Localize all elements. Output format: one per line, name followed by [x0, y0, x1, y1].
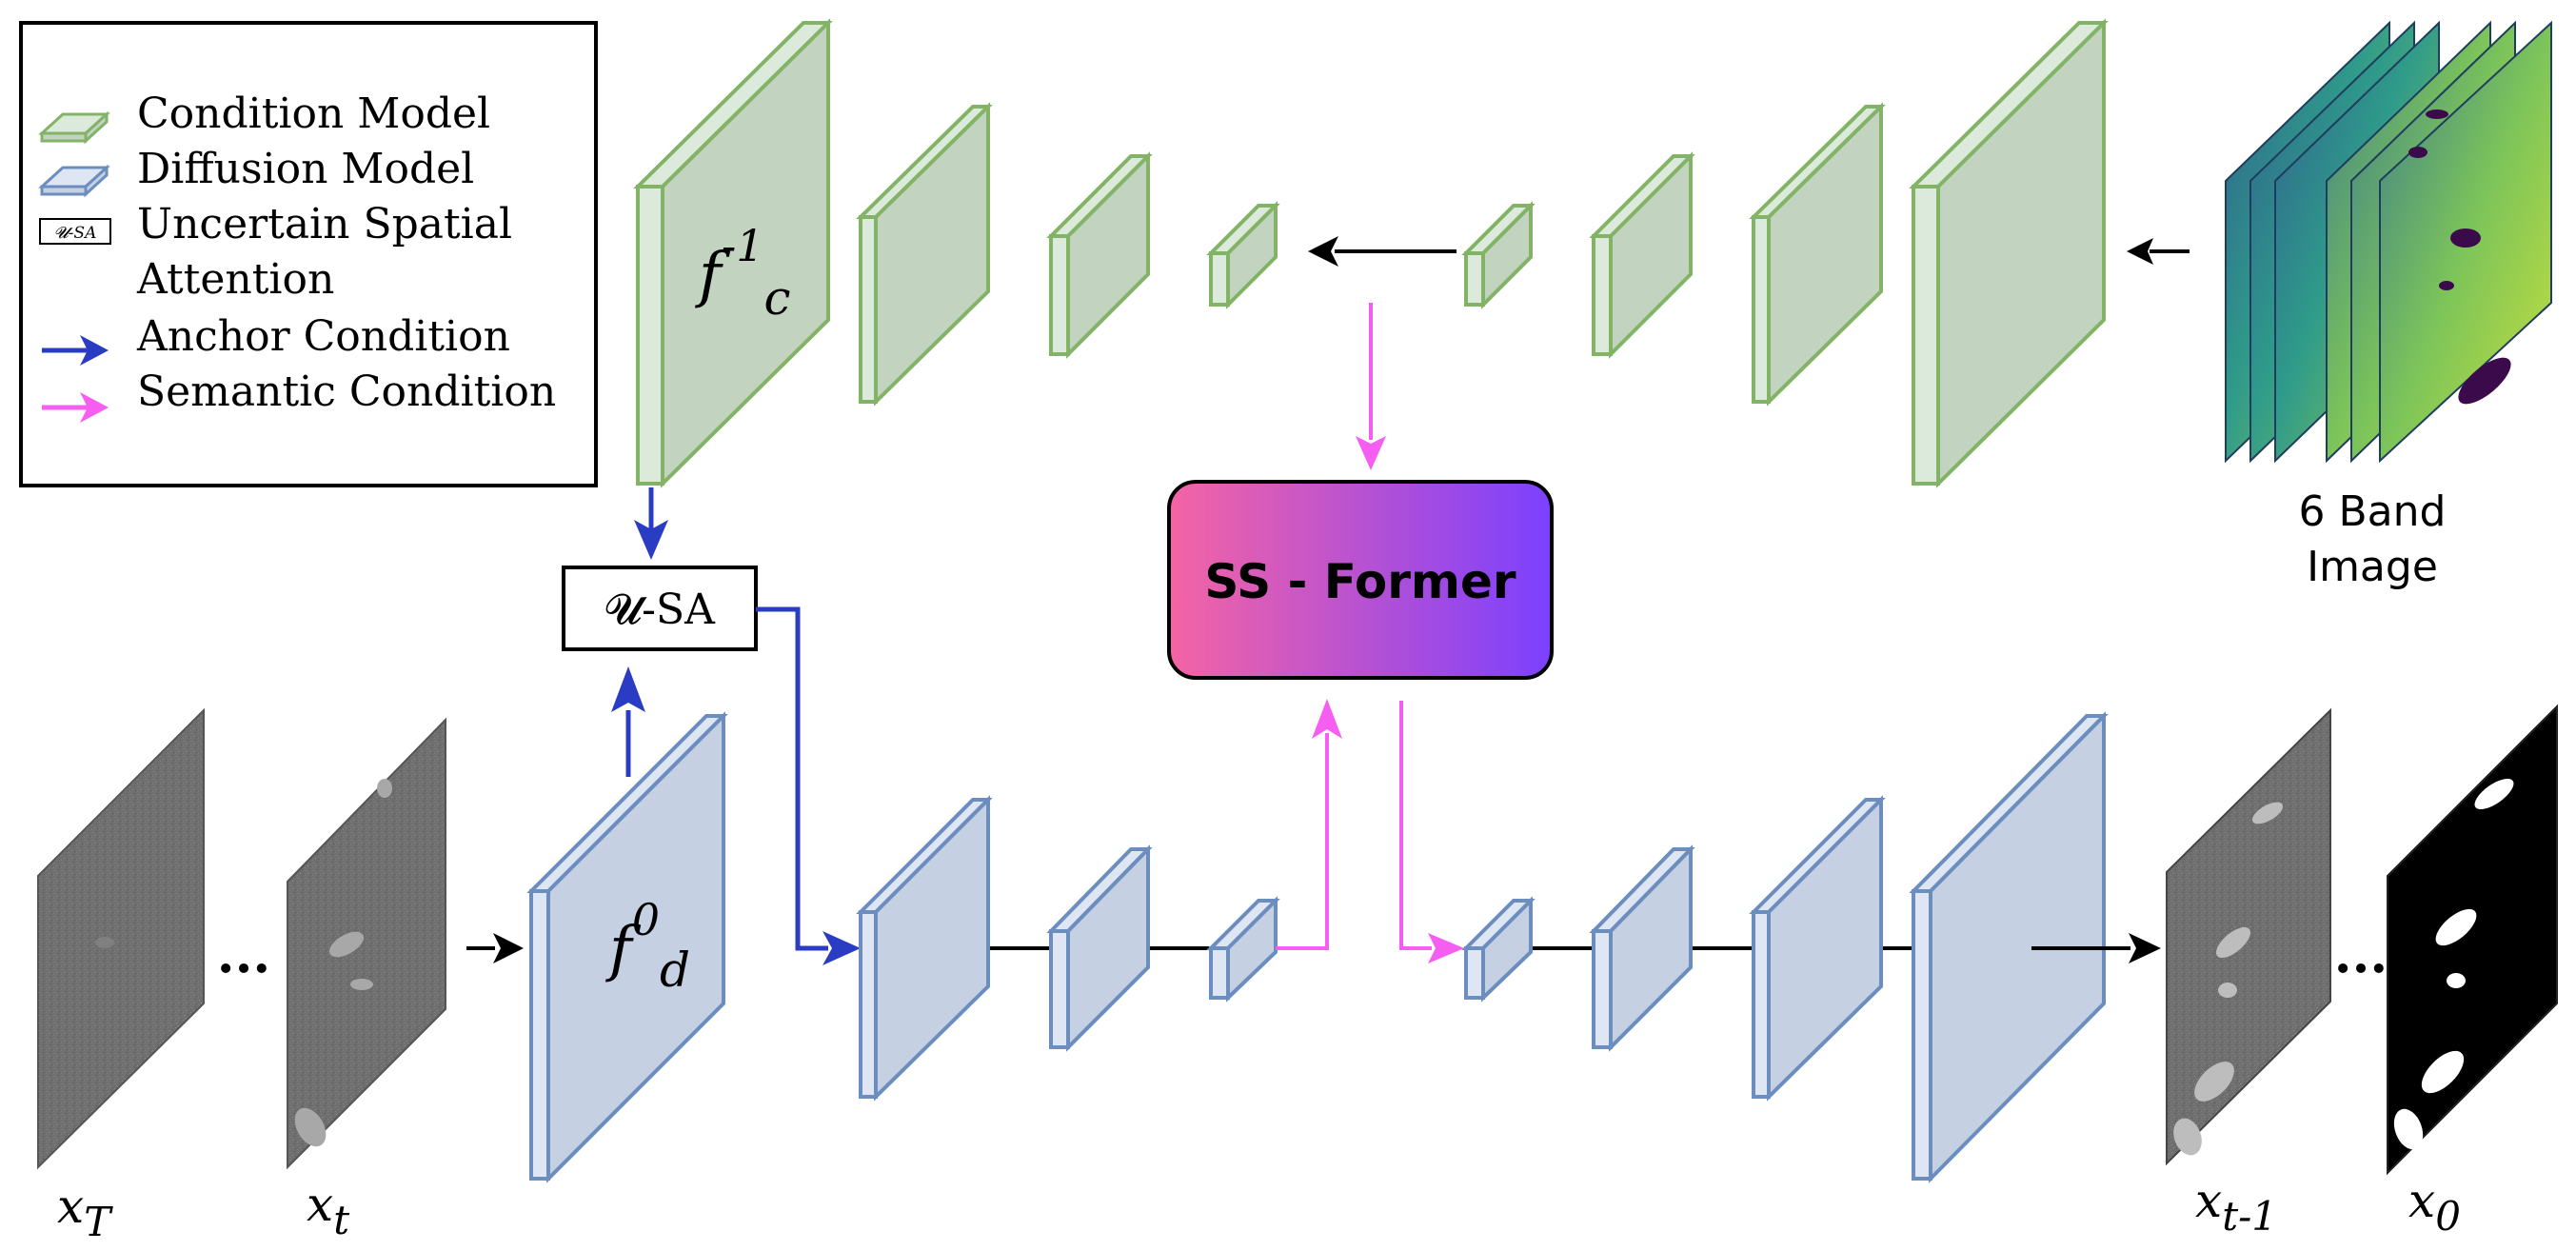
blue-block-1 — [526, 711, 728, 1183]
condition-encoder — [633, 18, 2109, 488]
label-xT: xT — [57, 1179, 113, 1245]
green-block-5 — [1461, 201, 1536, 309]
blue-block-8 — [1909, 711, 2109, 1183]
green-block-4 — [1206, 201, 1280, 309]
blue-arrow-icon — [42, 335, 109, 366]
blue-block-7 — [1749, 795, 1886, 1102]
green-block-7 — [1749, 102, 1886, 407]
legend-diffusion-model: Diffusion Model — [137, 145, 474, 193]
noisy-image-xt — [287, 717, 446, 1170]
output-arrow — [2031, 933, 2161, 963]
input-arrow-diffusion — [466, 933, 524, 963]
label-x0: x0 — [2408, 1173, 2461, 1240]
anchor-arrow-usa-to-decoder — [756, 606, 861, 965]
noisy-image-xT — [37, 707, 205, 1170]
blue-block-6 — [1589, 844, 1695, 1052]
semantic-arrow-down — [1356, 303, 1386, 470]
semantic-arrow-to-ssformer — [1276, 699, 1342, 950]
input-arrow — [2127, 238, 2190, 265]
label-xt: xt — [307, 1177, 349, 1243]
blue-block-2 — [856, 795, 993, 1102]
semantic-arrow-from-ssformer — [1399, 701, 1464, 963]
band-image-label-line1: 6 Band — [2299, 487, 2447, 536]
ss-former-label: SS - Former — [1204, 554, 1516, 609]
diffusion-unet — [526, 711, 2109, 1183]
green-block-2 — [856, 102, 993, 407]
output-image-xt-1 — [2166, 707, 2331, 1166]
blue-block-3 — [1046, 844, 1153, 1052]
usa-label: 𝓤-SA — [604, 586, 716, 634]
legend: 𝓤-SA Condition Model Diffusion Model Unc… — [19, 21, 598, 487]
output-image-x0 — [2387, 704, 2558, 1176]
anchor-arrow-condition-to-usa — [634, 487, 668, 560]
ss-former-block: SS - Former — [1167, 480, 1554, 680]
green-block-6 — [1589, 151, 1695, 359]
blue-block-4 — [1206, 896, 1280, 1003]
green-block-8 — [1909, 18, 2109, 488]
usa-box-icon: 𝓤-SA — [39, 218, 111, 245]
pink-arrow-icon — [42, 392, 109, 423]
band-image-label-line2: Image — [2307, 543, 2438, 591]
label-xt-1: xt-1 — [2195, 1173, 2277, 1240]
six-band-image — [2225, 20, 2552, 464]
legend-semantic-condition: Semantic Condition — [137, 367, 556, 416]
legend-attention: Attention — [136, 255, 334, 304]
legend-condition-model: Condition Model — [137, 89, 490, 138]
bottleneck-arrow — [1308, 236, 1456, 267]
blue-block-icon — [38, 164, 110, 198]
dots-left: ··· — [217, 938, 270, 999]
legend-uncertain-spatial: Uncertain Spatial — [137, 200, 512, 248]
blue-block-5 — [1461, 896, 1536, 1003]
dots-right: ··· — [2334, 938, 2388, 999]
green-block-icon — [38, 110, 110, 145]
legend-anchor-condition: Anchor Condition — [136, 312, 510, 361]
usa-mini-label: 𝓤-SA — [54, 224, 97, 243]
green-block-3 — [1046, 151, 1153, 359]
green-block-1 — [633, 18, 833, 488]
anchor-arrow-diffusion-to-usa — [611, 666, 645, 777]
usa-block: 𝓤-SA — [562, 566, 758, 651]
